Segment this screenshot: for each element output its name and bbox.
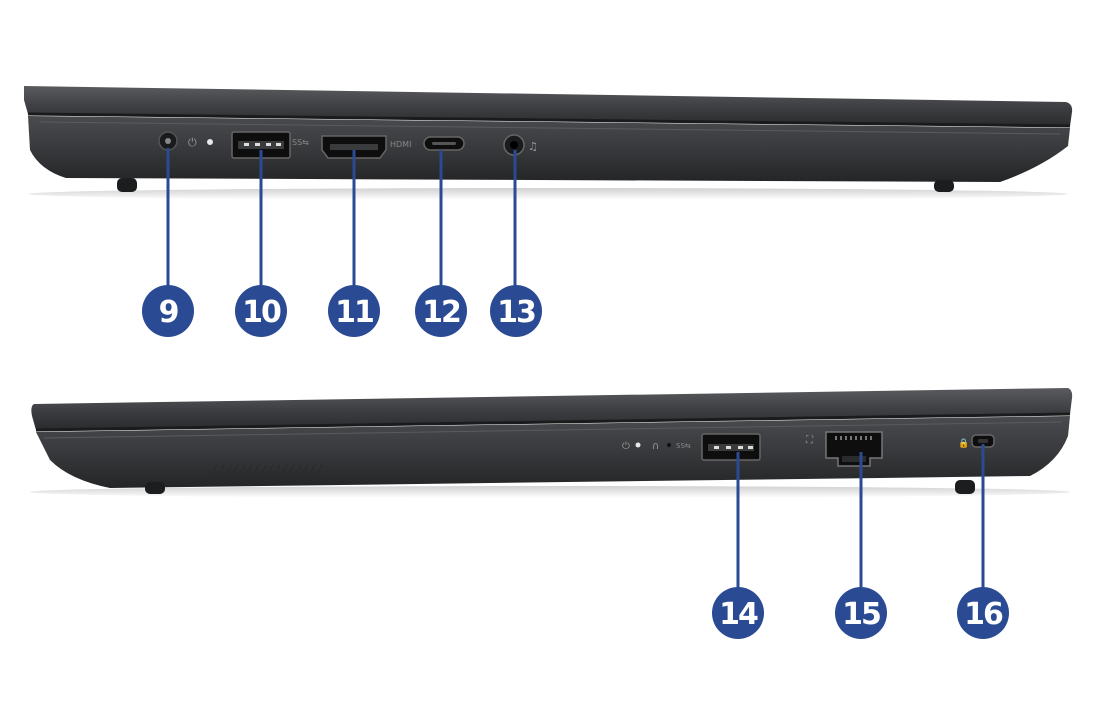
svg-text:♫: ♫ [528,140,538,153]
callout-9: 9 [142,285,194,337]
callout-number: 10 [242,295,281,330]
laptop-lid [31,388,1073,430]
leader-lines [166,148,985,590]
callout-number: 13 [497,295,535,330]
svg-text:🔒: 🔒 [958,438,969,449]
svg-text:SS⇆: SS⇆ [676,442,691,450]
svg-text:⏻: ⏻ [622,441,630,452]
svg-text:HDMI: HDMI [390,140,411,149]
callout-number: 12 [422,295,460,330]
callout-11: 11 [328,285,380,337]
laptop-foot [117,178,137,192]
usb-a-port-icon [701,433,761,461]
laptop-base-highlight [39,121,1061,135]
callout-13: 13 [490,285,542,337]
callout-15: 15 [835,587,887,639]
callout-number: 9 [159,295,178,330]
speaker-grille [734,168,848,181]
laptop-right-side-view: ⏻ ∩ SS⇆ ⛶ 🔒 [30,388,1073,498]
laptop-foot [145,482,165,494]
power-jack-icon: ⏻ [158,131,197,151]
laptop-base [28,116,1070,182]
callout-10: 10 [235,285,287,337]
svg-text:⛶: ⛶ [805,435,814,446]
laptop-seam [27,112,1071,128]
hdmi-port-icon: HDMI [321,135,411,159]
laptop-foot [934,180,954,192]
callout-number: 14 [719,597,758,632]
svg-text:SS⇆: SS⇆ [292,138,309,147]
laptop-base-highlight [43,421,1063,439]
callout-number: 15 [842,597,880,632]
callout-16: 16 [957,587,1009,639]
callout-14: 14 [712,587,764,639]
laptop-foot [955,480,975,494]
status-led [207,139,213,145]
laptop-shadow [30,486,1070,498]
indicator-icons: ⏻ ∩ SS⇆ [622,441,691,452]
callout-number: 11 [335,295,373,330]
callout-12: 12 [415,285,467,337]
audio-jack-icon: ♫ [503,134,538,156]
usb-c-port-icon [423,136,465,151]
svg-text:∩: ∩ [652,441,659,452]
usb-a-port-icon: SS⇆ [231,131,309,159]
svg-text:⏻: ⏻ [188,136,197,149]
ethernet-port-icon: ⛶ [805,431,883,467]
laptop-shadow [28,188,1068,200]
speaker-grille [209,464,323,478]
laptop-seam [35,412,1071,432]
laptop-left-side-view: ⏻ SS⇆ HDMI ♫ [24,86,1073,200]
callout-number: 16 [964,597,1003,632]
